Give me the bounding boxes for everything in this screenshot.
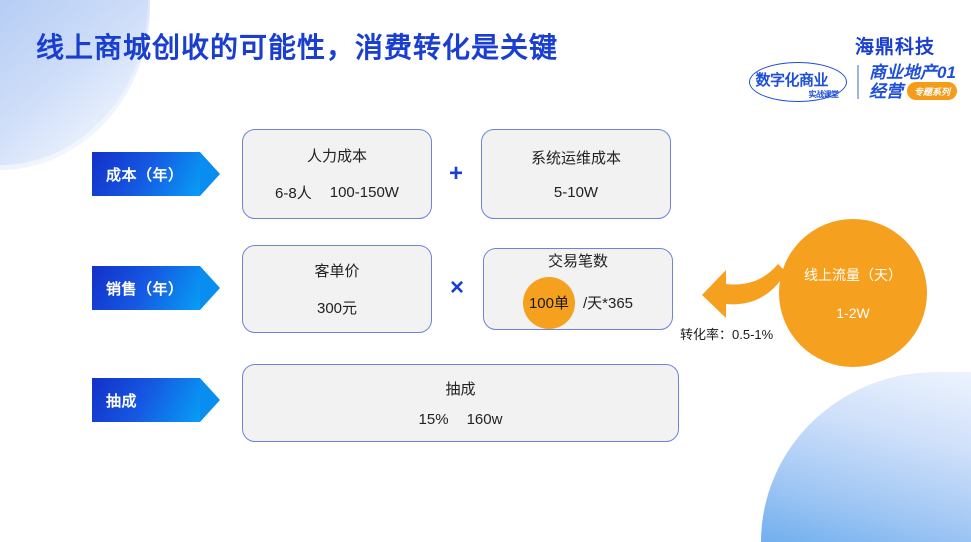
box-head: 系统运维成本 <box>530 150 621 167</box>
value-item: /天*365 <box>582 295 634 312</box>
box-system-ops-cost: 系统运维成本 5-10W <box>481 129 671 219</box>
oval-outline-icon <box>749 62 848 102</box>
logo-oval-main-text: 数字化商业 <box>755 72 828 89</box>
box-labor-cost: 人力成本 6-8人 100-150W <box>242 129 432 219</box>
operator-plus: + <box>449 160 464 187</box>
box-transaction-count: 交易笔数 100单 /天*365 <box>483 248 673 330</box>
series-line2: 经营 <box>868 81 903 101</box>
value-item: 5-10W <box>553 184 599 201</box>
series-pill-badge: 专题系列 <box>906 82 957 101</box>
box-head: 人力成本 <box>306 148 367 165</box>
company-name: 海鼎科技 <box>854 37 935 58</box>
series-logo: 商业地产01 经营 专题系列 <box>868 62 957 101</box>
box-values: 6-8人 100-150W <box>275 182 399 203</box>
value-item: 300元 <box>316 300 358 317</box>
row-label-cost: 成本（年） <box>92 152 220 196</box>
box-values: 15% 160w <box>419 411 503 428</box>
box-values: 100单 /天*365 <box>522 276 634 329</box>
logo-lockup: 数字化商业 实战课堂 商业地产01 经营 专题系列 <box>749 60 957 104</box>
series-line2-row: 经营 专题系列 <box>868 81 957 101</box>
box-values: 300元 <box>317 297 357 318</box>
series-line1: 商业地产01 <box>868 62 956 82</box>
traffic-title: 线上流量（天） <box>804 267 902 283</box>
traffic-value: 1-2W <box>836 305 870 321</box>
box-head: 抽成 <box>445 381 476 398</box>
value-item: 15% <box>418 411 449 428</box>
decoration-top-left-inner <box>0 0 148 165</box>
conversion-rate-note: 转化率：0.5-1% <box>680 327 774 342</box>
box-unit-price: 客单价 300元 <box>242 245 432 333</box>
transaction-count-badge: 100单 <box>522 276 575 329</box>
value-item: 160w <box>466 411 503 428</box>
course-logo-badge: 数字化商业 实战课堂 <box>749 60 848 104</box>
logo-divider <box>857 65 859 99</box>
box-commission: 抽成 15% 160w <box>242 364 679 442</box>
value-item: 100-150W <box>329 184 399 201</box>
box-head: 交易笔数 <box>547 252 608 270</box>
logo-oval-sub-text: 实战课堂 <box>808 90 839 99</box>
online-traffic-circle: 线上流量（天） 1-2W <box>779 219 927 367</box>
box-head: 客单价 <box>314 263 360 280</box>
value-item: 6-8人 <box>275 185 312 202</box>
curved-arrow-icon <box>702 264 786 318</box>
box-values: 5-10W <box>554 184 598 201</box>
row-label-commission: 抽成 <box>92 378 220 422</box>
row-label-sales: 销售（年） <box>92 266 220 310</box>
page-title: 线上商城创收的可能性，消费转化是关键 <box>36 32 559 63</box>
operator-multiply: × <box>450 274 465 301</box>
decoration-bottom-right-blob <box>761 372 971 542</box>
